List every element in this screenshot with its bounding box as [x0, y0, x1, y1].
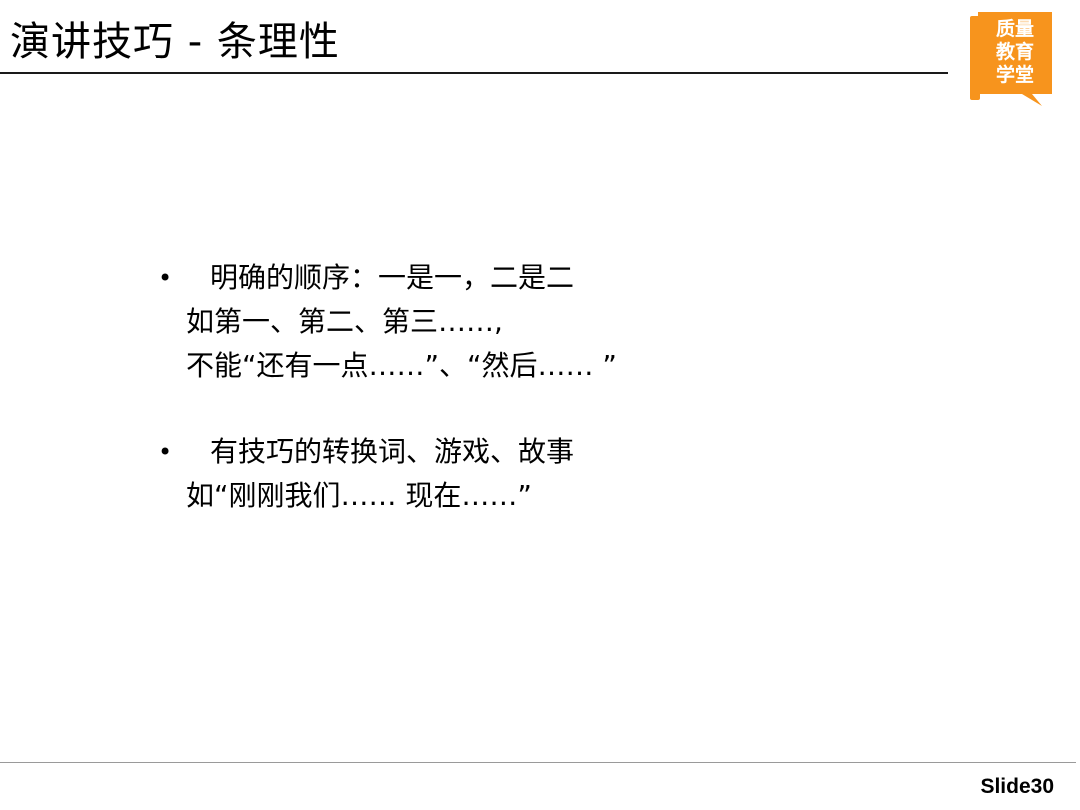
logo-badge: [970, 12, 1052, 106]
bullet-item: • 有技巧的转换词、游戏、故事 如“刚刚我们…… 现在……”: [158, 430, 758, 518]
bullet-line: 如第一、第二、第三……,: [186, 305, 503, 338]
bullet-line: 有技巧的转换词、游戏、故事: [210, 435, 575, 468]
bullet-line: 不能“还有一点……”、“然后…… ”: [186, 349, 617, 382]
bullet-list: • 明确的顺序：一是一，二是二 如第一、第二、第三……, 不能“还有一点……”、…: [158, 256, 758, 518]
logo-line: 学堂: [995, 64, 1034, 86]
slide-title: 演讲技巧 - 条理性: [10, 19, 340, 65]
bullet-line: 明确的顺序：一是一，二是二: [210, 261, 575, 294]
footer-divider: [0, 762, 1076, 763]
bullet-line: 如“刚刚我们…… 现在……”: [186, 479, 532, 512]
logo-line: 教育: [995, 41, 1034, 63]
bullet-marker: •: [158, 438, 173, 466]
slide-number: Slide30: [980, 775, 1054, 798]
title-divider: [0, 72, 948, 74]
bullet-marker: •: [158, 264, 173, 292]
bullet-item: • 明确的顺序：一是一，二是二 如第一、第二、第三……, 不能“还有一点……”、…: [158, 256, 758, 388]
logo-line: 质量: [995, 18, 1034, 40]
logo-text: 质量 教育 学堂: [982, 18, 1048, 87]
